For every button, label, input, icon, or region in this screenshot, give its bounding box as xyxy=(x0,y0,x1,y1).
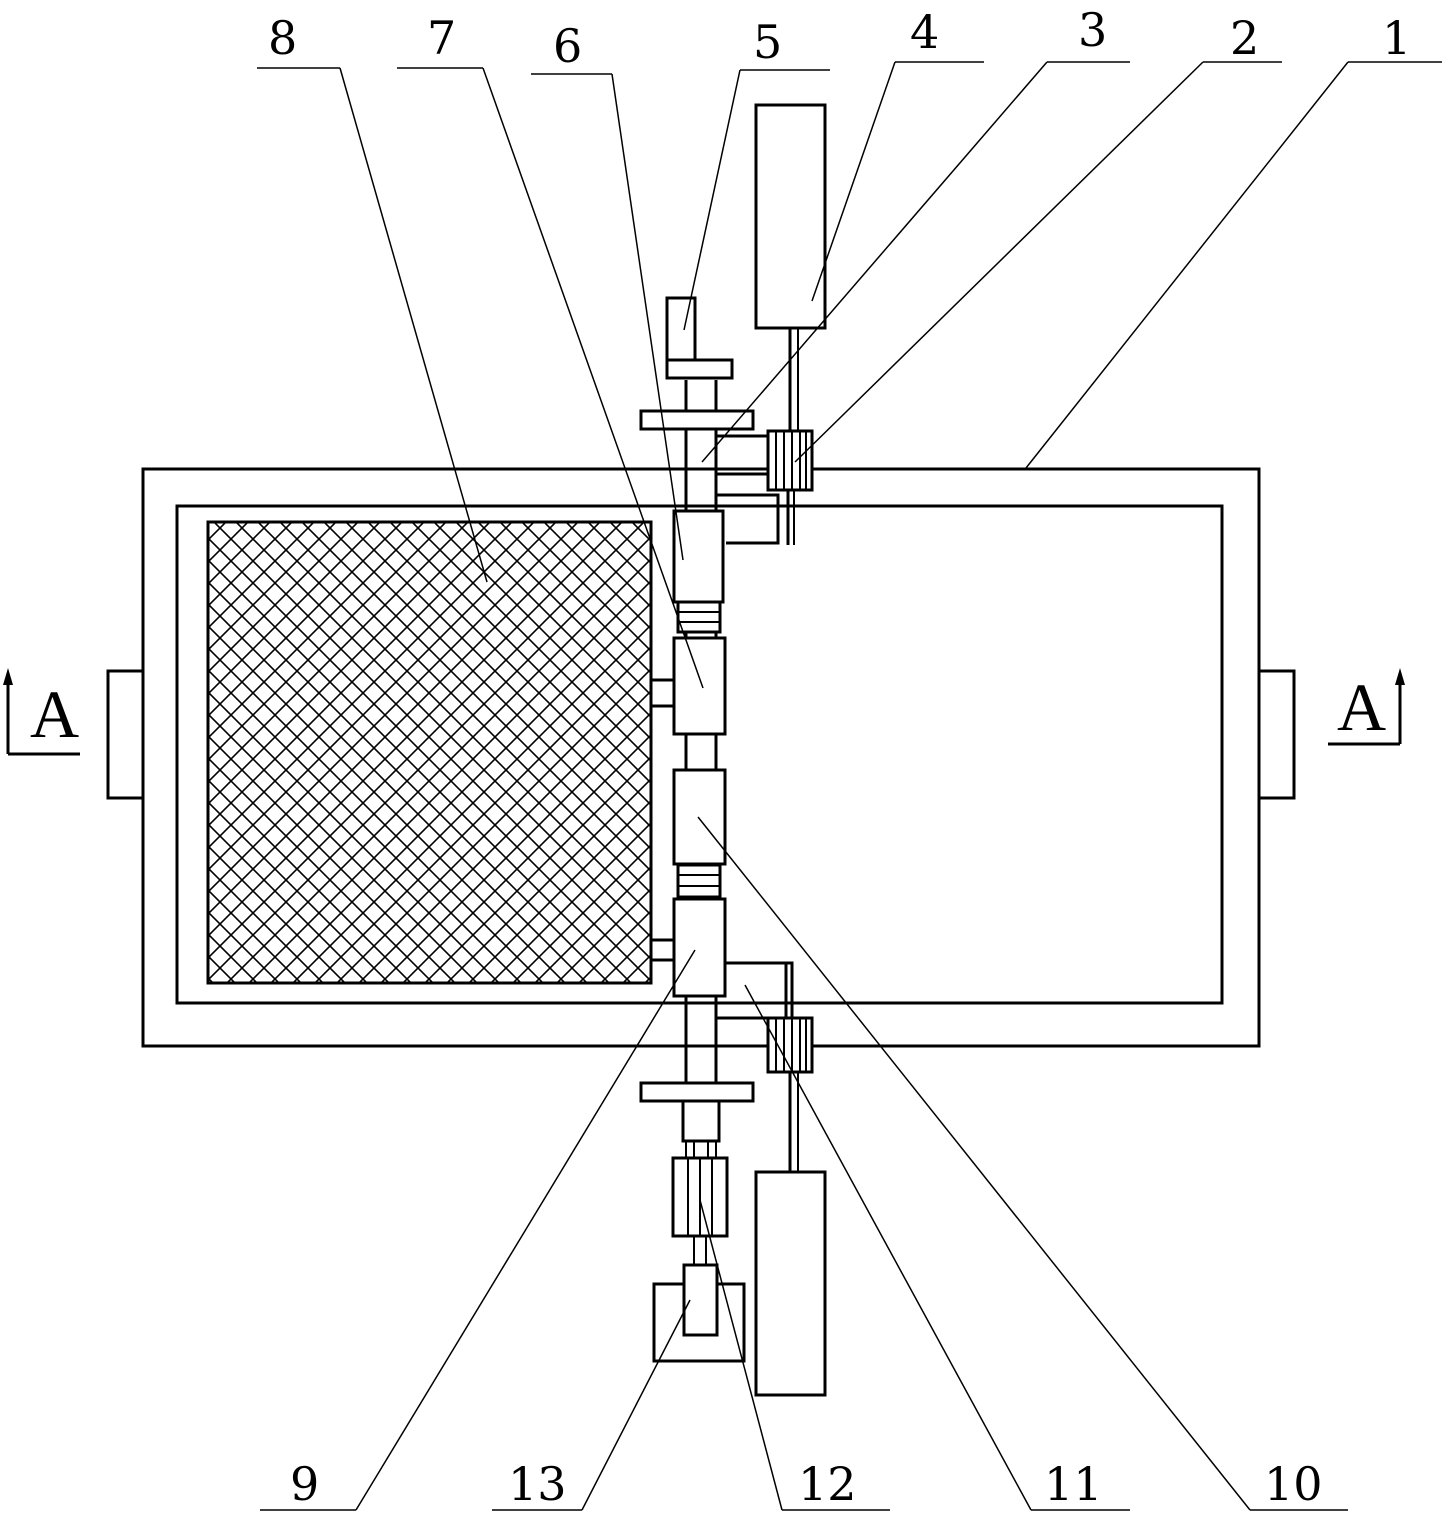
callout-2: 2 xyxy=(794,11,1282,463)
label-13: 13 xyxy=(508,1457,567,1511)
callout-3: 3 xyxy=(701,3,1130,463)
coupling-lower-lines xyxy=(678,874,720,887)
central-shaft xyxy=(684,380,718,1140)
label-8: 8 xyxy=(268,11,297,65)
callout-13: 13 xyxy=(492,1299,691,1511)
callout-10: 10 xyxy=(697,816,1348,1511)
right-lug xyxy=(1257,669,1296,800)
callout-4: 4 xyxy=(811,5,984,302)
bottom-hub xyxy=(681,1099,721,1143)
label-5: 5 xyxy=(753,15,782,69)
label-11: 11 xyxy=(1044,1457,1103,1511)
callout-11: 11 xyxy=(744,984,1130,1511)
callout-7: 7 xyxy=(397,11,704,689)
label-12: 12 xyxy=(798,1457,857,1511)
callout-6: 6 xyxy=(531,19,684,561)
bottom-cylinder-rod xyxy=(788,1072,799,1172)
mesh-screen xyxy=(206,520,653,985)
coupling-12-lines xyxy=(687,1158,713,1265)
label-9: 9 xyxy=(290,1457,319,1511)
top-handle xyxy=(665,296,697,362)
label-2: 2 xyxy=(1230,11,1259,65)
coupling-upper xyxy=(676,600,722,634)
section-label-left: A xyxy=(30,676,79,752)
section-mark-left: A xyxy=(3,668,80,756)
section-label-right: A xyxy=(1337,669,1386,745)
top-flange xyxy=(639,409,755,431)
label-10: 10 xyxy=(1264,1457,1323,1511)
coupling-upper-lines xyxy=(678,611,720,623)
callout-1: 1 xyxy=(1025,11,1442,469)
callout-8: 8 xyxy=(257,11,488,583)
shaft-block-9 xyxy=(672,897,727,998)
label-3: 3 xyxy=(1078,3,1107,57)
top-cylinder-rod xyxy=(788,328,799,431)
label-1: 1 xyxy=(1382,11,1411,65)
label-4: 4 xyxy=(910,5,939,59)
top-bracket xyxy=(716,434,795,545)
callout-9: 9 xyxy=(260,949,696,1511)
coupling-lower xyxy=(676,863,722,899)
top-hub xyxy=(665,358,734,380)
label-7: 7 xyxy=(427,11,456,65)
top-gear-teeth xyxy=(775,431,807,490)
callout-5: 5 xyxy=(683,15,830,331)
shaft-block-10 xyxy=(672,768,727,866)
left-lug xyxy=(106,669,145,800)
bottom-gear-teeth xyxy=(775,1018,807,1072)
callout-12: 12 xyxy=(699,1199,890,1511)
lower-shaft-links xyxy=(685,1141,717,1158)
shaft-block-6 xyxy=(672,509,725,604)
shaft-block-7 xyxy=(672,636,727,736)
label-6: 6 xyxy=(553,19,582,73)
bottom-flange xyxy=(639,1081,755,1103)
section-mark-right: A xyxy=(1328,668,1405,746)
bottom-cylinder xyxy=(754,1170,827,1397)
motor-13 xyxy=(682,1263,719,1337)
bottom-bracket xyxy=(716,961,794,1048)
inner-frame xyxy=(175,504,1224,1005)
